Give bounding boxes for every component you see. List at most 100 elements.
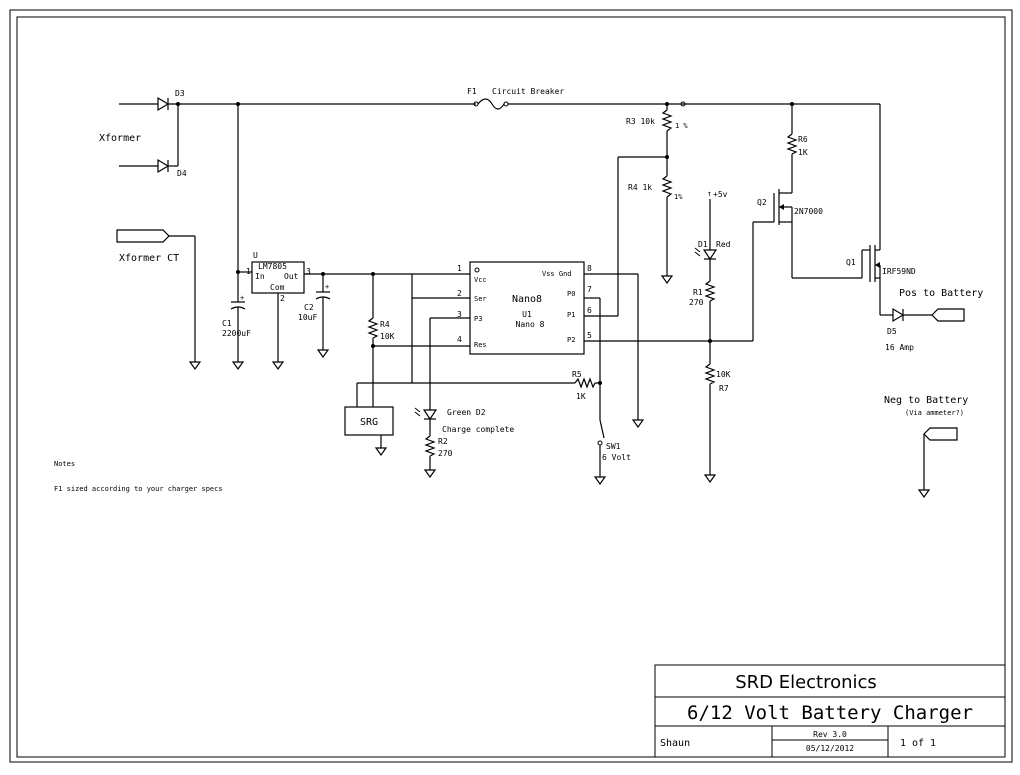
u1-pin-p3: P3 [474, 315, 482, 323]
r5-label: R5 [572, 370, 582, 379]
regulator-pin1-number: 1 [246, 267, 251, 276]
u1-name: Nano8 [512, 294, 542, 305]
output-pos-battery: Pos to Battery D5 16 Amp [880, 288, 983, 352]
d1-label: D1 [698, 240, 708, 249]
diode-d5 [892, 307, 905, 323]
neg-battery-sub: (Via ammeter?) [905, 409, 964, 417]
u1-pin6-number: 6 [587, 306, 592, 315]
led-d1 [702, 249, 718, 261]
d2-label: Green D2 [447, 408, 486, 417]
diode-d4 [157, 158, 170, 174]
q1-label: Q1 [846, 258, 856, 267]
ground-icon [631, 419, 645, 429]
inner-border [16, 16, 1006, 758]
drawing-title: 6/12 Volt Battery Charger [687, 702, 973, 724]
u1-pin-vcc: Vcc [474, 276, 487, 284]
r2-label: R2 [438, 437, 448, 446]
f1-label: F1 [467, 87, 477, 96]
ground-icon [593, 476, 607, 486]
u1-pin-vss: Vss Gnd [542, 270, 572, 278]
r7-label: R7 [719, 384, 729, 393]
u1-pin2-number: 2 [457, 289, 462, 298]
sheet-number: 1 of 1 [900, 738, 936, 749]
regulator-pin2-number: 2 [280, 294, 285, 303]
u1-ref: U1 [522, 310, 532, 319]
u1-pin4-number: 4 [457, 335, 462, 344]
f1-desc: Circuit Breaker [492, 87, 564, 96]
r1-label: R1 [693, 288, 703, 297]
u1-pin3-number: 3 [457, 310, 462, 319]
c2-label: C2 [304, 303, 314, 312]
neg-battery-label: Neg to Battery [884, 395, 968, 406]
ground-icon [703, 474, 717, 484]
sw1-label: SW1 [606, 442, 621, 451]
d5-label: D5 [887, 327, 897, 336]
diode-d3 [157, 96, 170, 112]
switch-sw1: SW1 6 Volt [584, 297, 631, 486]
regulator-ref: U [253, 251, 258, 260]
regulator-pin-com: Com [270, 283, 285, 292]
svg-text:+: + [240, 294, 244, 302]
ground-icon [917, 489, 931, 499]
u1-pin-p2: P2 [567, 336, 575, 344]
srg-label: SRG [360, 417, 378, 428]
u1-pin-ser: Ser [474, 295, 487, 303]
u1-pin-res: Res [474, 341, 487, 349]
company-name: SRD Electronics [735, 672, 877, 693]
r4b-label: R4 1k [628, 183, 652, 192]
capacitor-c2: + C2 10uF [298, 274, 331, 359]
q2-part: 2N7000 [794, 207, 823, 216]
u1-pin8-number: 8 [587, 264, 592, 273]
mosfet-q1: Q1 IRF59ND [792, 104, 916, 315]
u1-pin-p1: P1 [567, 311, 575, 319]
regulator-part: LM7805 [258, 262, 287, 271]
r4b-tolerance: 1% [674, 193, 683, 201]
pos-battery-connector [931, 308, 965, 322]
ground-icon [374, 447, 388, 457]
revision: Rev 3.0 [813, 730, 847, 739]
xformer-ct-label: Xformer CT [119, 253, 179, 264]
c2-value: 10uF [298, 313, 317, 322]
regulator-pin-out: Out [284, 272, 299, 281]
r7-value: 10K [716, 370, 731, 379]
neg-battery-connector [923, 427, 958, 441]
r3-label: R3 10k [626, 117, 655, 126]
r5-value: 1K [576, 392, 586, 401]
r2-value: 270 [438, 449, 453, 458]
u1-part: Nano 8 [516, 320, 545, 329]
regulator-pin-in: In [255, 272, 265, 281]
led-d2 [422, 409, 438, 421]
svg-text:+: + [325, 283, 329, 291]
ground-icon [660, 275, 674, 285]
d5-desc: 16 Amp [885, 343, 914, 352]
ground-icon [316, 349, 330, 359]
notes-heading: Notes [54, 460, 75, 468]
resistor-r4-10k: R4 10K [367, 274, 470, 407]
r3-tolerance: 1 % [675, 122, 688, 130]
author-name: Shaun [660, 738, 690, 749]
u1-pin5-number: 5 [587, 331, 592, 340]
svg-text:↑: ↑ [707, 189, 712, 198]
led-d1-branch: ↑ +5v D1 Red R1 270 10K R7 [689, 189, 731, 484]
xformer-ct-connector: Xformer CT [116, 229, 202, 371]
title-block: SRD Electronics 6/12 Volt Battery Charge… [654, 664, 1006, 758]
ground-icon [271, 361, 285, 371]
r6-value: 1K [798, 148, 808, 157]
mosfet-q2: R6 1K Q2 2N7000 [752, 104, 823, 341]
microcontroller-u1: Nano8 U1 Nano 8 Vcc Ser P3 Res Vss Gnd P… [457, 261, 592, 355]
led-d2-branch: Green D2 Charge complete R2 270 [414, 317, 514, 479]
ground-icon [188, 361, 202, 371]
fuse-f1: F1 Circuit Breaker [467, 87, 880, 110]
q1-part: IRF59ND [882, 267, 916, 276]
output-neg-battery: Neg to Battery (Via ammeter?) [884, 395, 968, 499]
d3-label: D3 [175, 89, 185, 98]
q2-label: Q2 [757, 198, 767, 207]
u1-pin1-number: 1 [457, 264, 462, 273]
rectifier-section: Xformer D3 D4 [99, 89, 476, 178]
drawing-date: 05/12/2012 [806, 744, 854, 753]
ground-icon [231, 361, 245, 371]
r4a-value: 10K [380, 332, 395, 341]
r1-value: 270 [689, 298, 704, 307]
plus5v-label: +5v [713, 190, 728, 199]
